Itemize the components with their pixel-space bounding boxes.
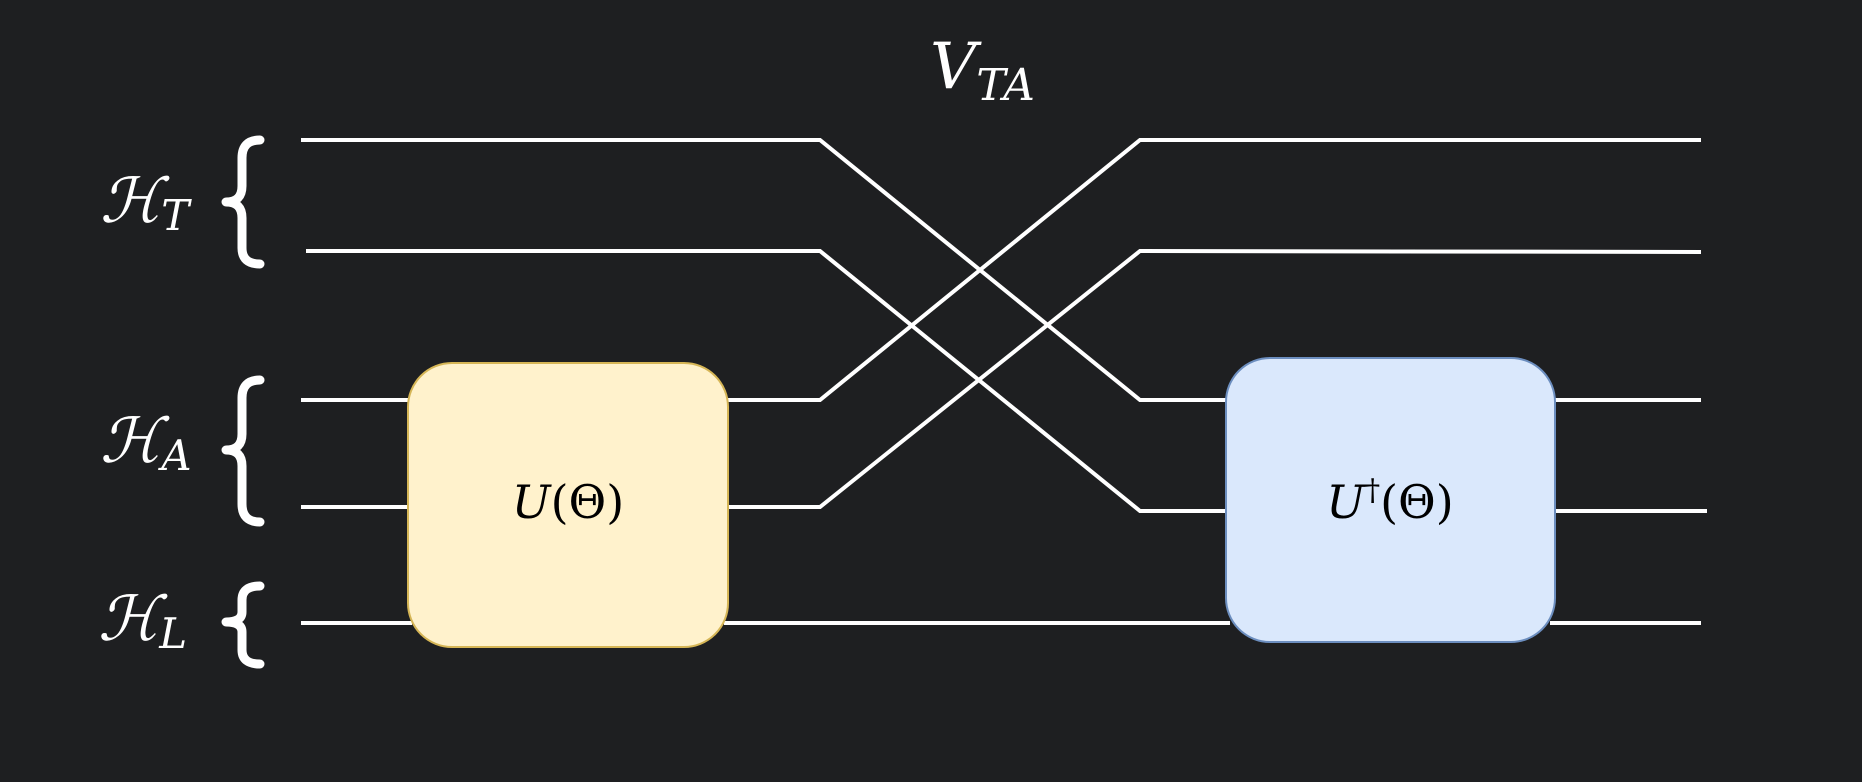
gate-udag: U†(Θ)	[1225, 357, 1556, 643]
gate-u-arg: (Θ)	[551, 475, 625, 529]
gate-u: U(Θ)	[407, 362, 729, 648]
subspace-l-symbol: ℋ	[98, 582, 168, 655]
gate-u-op: U	[512, 475, 553, 529]
gate-udag-label: U†(Θ)	[1326, 473, 1453, 529]
svg-text:ℋL: ℋL	[98, 582, 187, 658]
brace-t	[221, 135, 265, 269]
svg-text:ℋA: ℋA	[100, 404, 192, 480]
title-subscript: TA	[976, 60, 1035, 111]
gate-udag-op: U	[1326, 475, 1367, 529]
subspace-t-subscript: T	[161, 191, 192, 240]
gate-udag-dagger: †	[1365, 473, 1380, 508]
subspace-label-l: ℋL	[98, 582, 187, 658]
wires	[301, 138, 1707, 625]
subspace-a-subscript: A	[157, 431, 191, 480]
title-main: V	[930, 30, 982, 104]
wire-t1	[301, 138, 1226, 402]
wire-a1	[728, 138, 1701, 402]
brace-a	[221, 375, 265, 527]
wire-a2	[728, 248, 1702, 509]
gate-udag-arg: (Θ)	[1380, 475, 1454, 529]
diagram-title: VTA	[930, 30, 1035, 111]
gate-u-box	[407, 362, 729, 648]
subspace-label-t: ℋT	[100, 164, 192, 240]
svg-text:ℋT: ℋT	[100, 164, 192, 240]
brace-l	[221, 581, 265, 669]
gate-u-label: U(Θ)	[512, 475, 624, 529]
subspace-a-symbol: ℋ	[100, 404, 170, 477]
subspace-label-a: ℋA	[100, 404, 192, 480]
subspace-t-symbol: ℋ	[100, 164, 170, 237]
gate-udag-box	[1225, 357, 1556, 643]
subspace-l-subscript: L	[158, 609, 187, 658]
